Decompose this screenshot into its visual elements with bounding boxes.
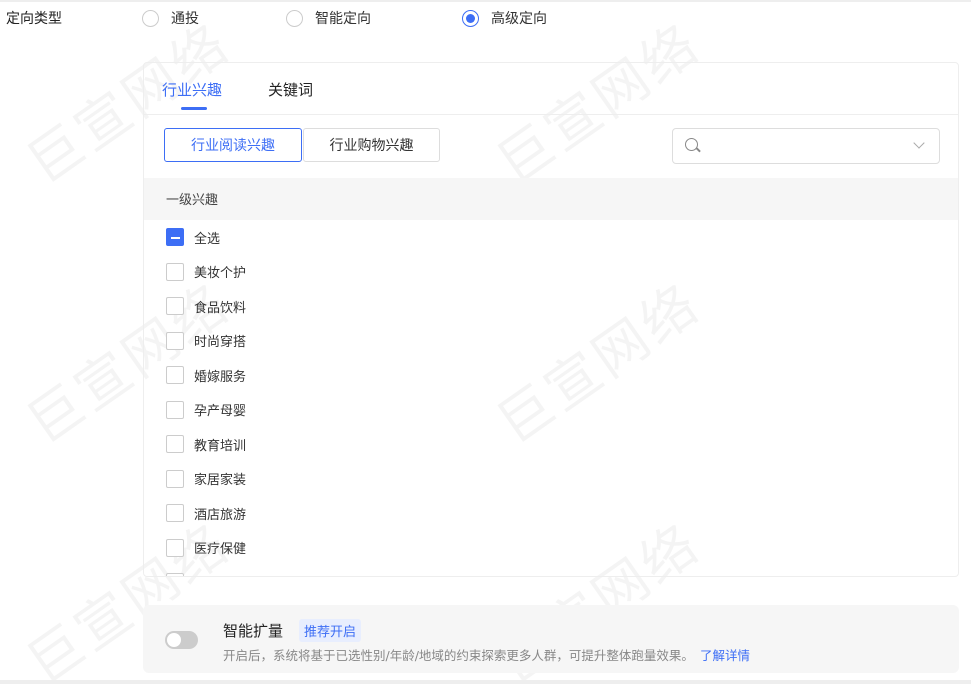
checkbox-label: 美妆个护 [194,266,247,282]
interest-checkbox[interactable]: 酒店旅游 [144,496,958,531]
checkbox-label: 医疗保健 [194,542,247,558]
expansion-description: 开启后，系统将基于已选性别/年龄/地域的约束探索更多人群，可提升整体跑量效果。 [223,648,694,663]
checkbox-icon [166,504,184,523]
interest-checkbox[interactable]: 孕产母婴 [144,393,958,428]
chevron-down-icon [913,137,925,149]
checkbox-label: 全选 [194,231,221,247]
select-all-checkbox[interactable]: 全选 [144,220,958,255]
checkbox-icon [166,538,184,557]
interest-checkbox[interactable]: 科技数码 [144,565,958,576]
checkbox-label: 食品饮料 [194,300,247,316]
expansion-title: 智能扩量 [223,622,284,640]
radio-all[interactable]: 通投 [142,8,199,28]
learn-more-link[interactable]: 了解详情 [699,648,750,663]
tab-keywords[interactable]: 关键词 [268,81,314,99]
interest-panel: 行业兴趣 关键词 行业阅读兴趣 行业购物兴趣 一级兴趣 全选 美妆个护食品饮料时… [143,62,959,577]
divider [0,680,971,684]
search-select[interactable] [672,128,940,164]
tab-industry-interest[interactable]: 行业兴趣 [162,81,223,99]
checkbox-icon [166,469,184,488]
tab-indicator [181,107,207,110]
interest-checkbox[interactable]: 教育培训 [144,427,958,462]
interest-checkbox[interactable]: 医疗保健 [144,531,958,566]
checkbox-icon [166,435,184,454]
checkbox-label: 家居家装 [194,473,247,489]
radio-smart[interactable]: 智能定向 [286,8,371,28]
checkbox-icon [166,366,184,385]
radio-checked-icon [462,9,479,27]
radio-icon [286,9,303,27]
checkbox-label: 教育培训 [194,438,247,454]
divider [0,0,971,2]
radio-label: 通投 [171,11,199,27]
interest-checkbox[interactable]: 美妆个护 [144,255,958,290]
interest-checkbox[interactable]: 食品饮料 [144,289,958,324]
interest-checkbox[interactable]: 时尚穿搭 [144,324,958,359]
divider [144,114,958,115]
checkbox-icon [166,331,184,350]
recommend-badge: 推荐开启 [299,619,362,642]
checkbox-icon [166,297,184,316]
radio-advanced[interactable]: 高级定向 [462,8,547,28]
interest-checkbox[interactable]: 婚嫁服务 [144,358,958,393]
radio-label: 智能定向 [315,11,371,27]
search-icon [685,138,698,151]
smart-expansion-card: 智能扩量 推荐开启 开启后，系统将基于已选性别/年龄/地域的约束探索更多人群，可… [143,605,959,673]
checkbox-label: 科技数码 [194,573,246,576]
checkbox-icon [166,262,184,281]
checkbox-label: 孕产母婴 [194,404,247,420]
targeting-type-label: 定向类型 [6,11,62,27]
checkbox-label: 时尚穿搭 [194,335,247,351]
checkbox-icon [166,400,184,419]
list-header: 一级兴趣 [144,178,958,220]
checkbox-icon [166,573,184,576]
radio-icon [142,9,159,27]
checkbox-label: 酒店旅游 [194,507,247,523]
checkbox-indeterminate-icon [166,228,184,247]
segment-shopping-interest[interactable]: 行业购物兴趣 [303,128,440,162]
smart-expansion-toggle[interactable] [165,631,198,649]
radio-label: 高级定向 [491,11,547,27]
segment-reading-interest[interactable]: 行业阅读兴趣 [164,128,302,162]
checkbox-label: 婚嫁服务 [194,369,247,385]
interest-checkbox[interactable]: 家居家装 [144,462,958,497]
interest-list: 全选 美妆个护食品饮料时尚穿搭婚嫁服务孕产母婴教育培训家居家装酒店旅游医疗保健科… [144,220,958,576]
